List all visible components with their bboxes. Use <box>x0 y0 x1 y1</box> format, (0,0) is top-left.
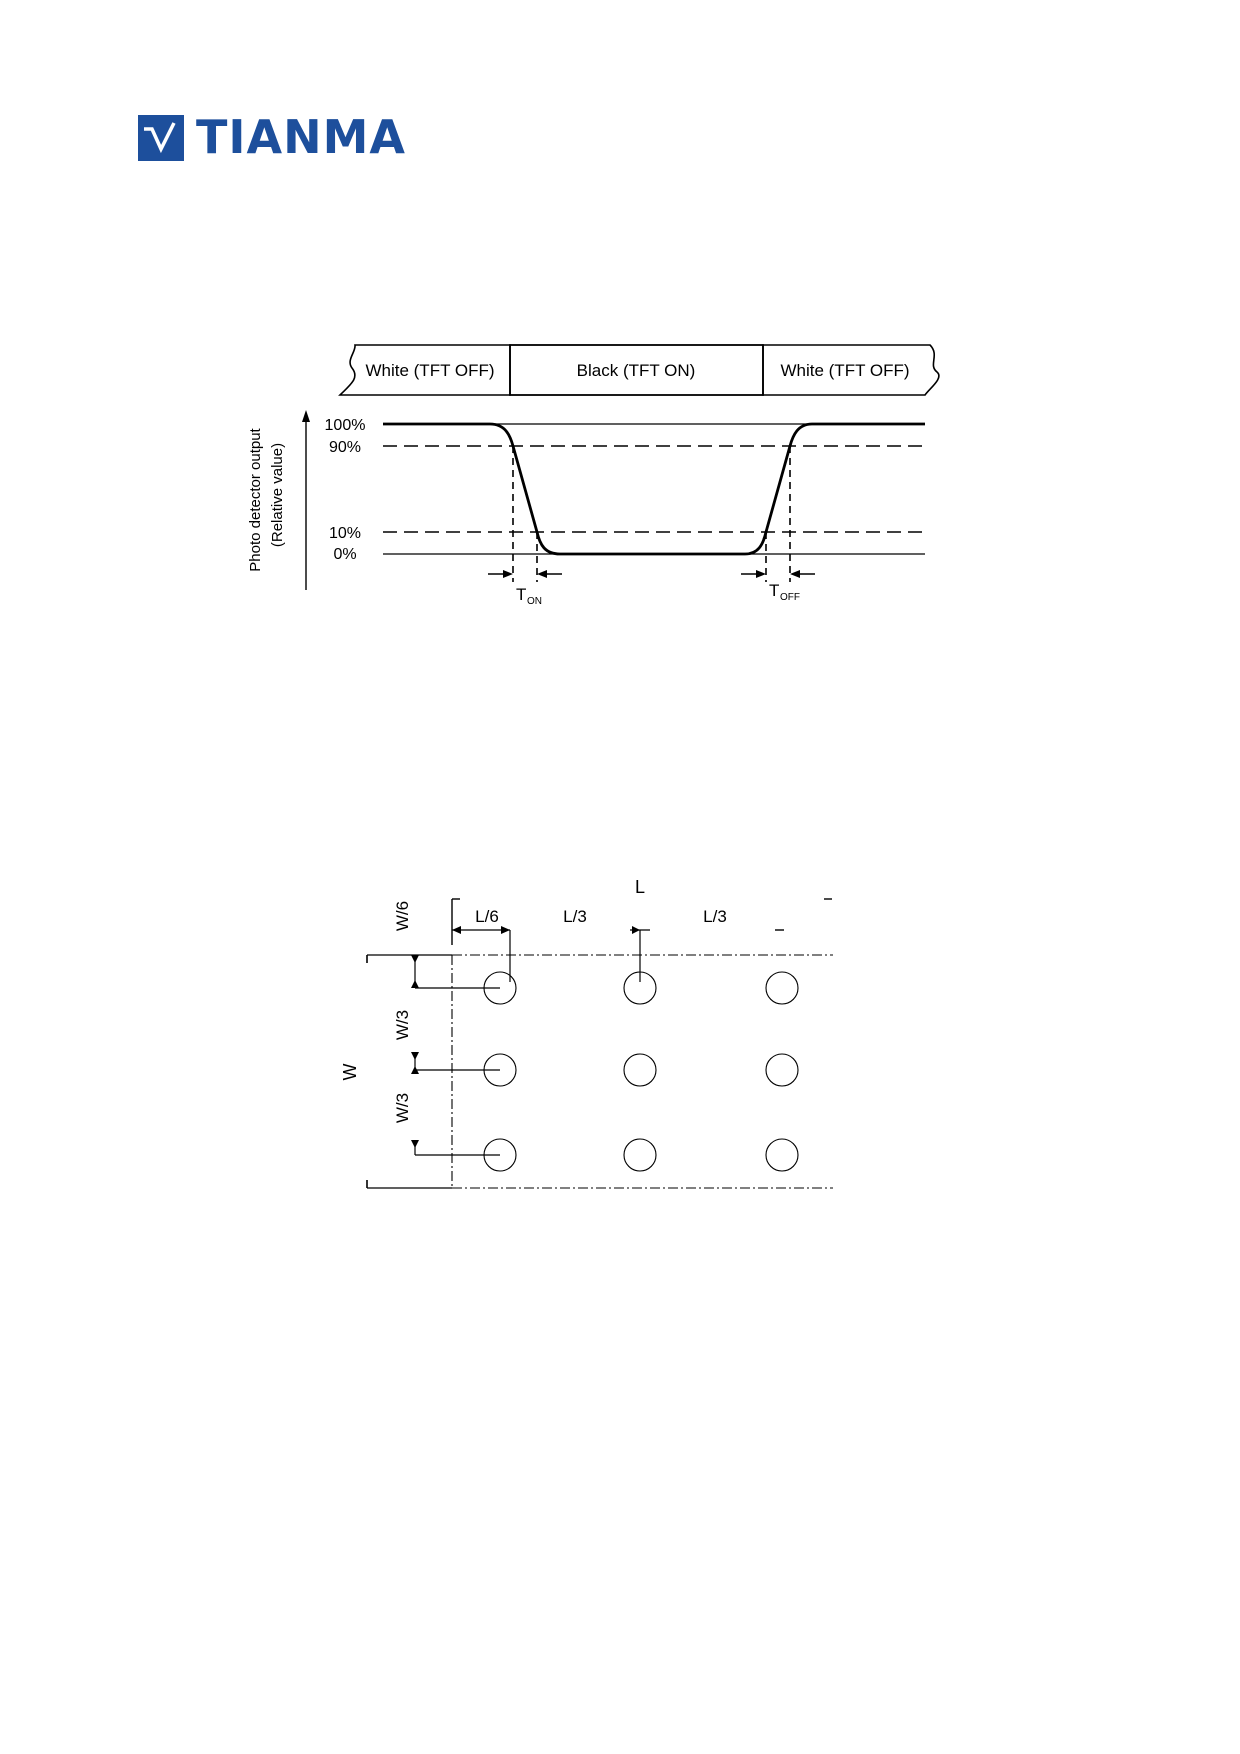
point-1 <box>483 971 517 1005</box>
t-on-subscript: ON <box>527 596 542 607</box>
state-white-right: White (TFT OFF) <box>780 361 909 380</box>
t-on-marker: T ON <box>488 446 562 607</box>
dim-w3b-label: W/3 <box>393 1093 412 1123</box>
level-90: 90% <box>329 439 361 456</box>
brand-name: TIANMA <box>196 110 406 164</box>
t-off-marker: T OFF <box>741 446 815 603</box>
point-2 <box>623 971 657 1005</box>
point-5 <box>623 1053 657 1087</box>
level-0: 0% <box>333 546 356 563</box>
point-8 <box>623 1138 657 1172</box>
point-9 <box>765 1138 799 1172</box>
dim-w3a-label: W/3 <box>393 1010 412 1040</box>
state-banner: White (TFT OFF) Black (TFT ON) White (TF… <box>338 344 940 396</box>
tianma-logo: TIANMA <box>138 111 405 167</box>
tianma-v-logo-icon <box>138 115 184 161</box>
point-4 <box>483 1053 517 1087</box>
y-axis-label: Photo detector output <box>247 427 264 571</box>
t-off-label: T <box>769 581 779 600</box>
dim-l6-label: L/6 <box>475 907 499 926</box>
dim-w-label: W <box>340 1064 360 1081</box>
response-curve <box>383 422 925 556</box>
dim-w6-label: W/6 <box>393 901 412 931</box>
state-black: Black (TFT ON) <box>577 361 696 380</box>
point-7 <box>483 1138 517 1172</box>
display-area-outline <box>451 954 833 1189</box>
measurement-points-grid <box>483 971 799 1172</box>
level-10: 10% <box>329 525 361 542</box>
t-off-subscript: OFF <box>780 592 800 603</box>
y-axis: Photo detector output (Relative value) <box>247 410 310 590</box>
point-6 <box>765 1053 799 1087</box>
dim-l3b-label: L/3 <box>703 907 727 926</box>
level-100: 100% <box>325 417 366 434</box>
state-white-left: White (TFT OFF) <box>365 361 494 380</box>
point-3 <box>765 971 799 1005</box>
y-axis-sublabel: (Relative value) <box>269 443 286 547</box>
dim-l-label: L <box>635 877 645 897</box>
t-on-label: T <box>516 585 526 604</box>
dim-l3a-label: L/3 <box>563 907 587 926</box>
